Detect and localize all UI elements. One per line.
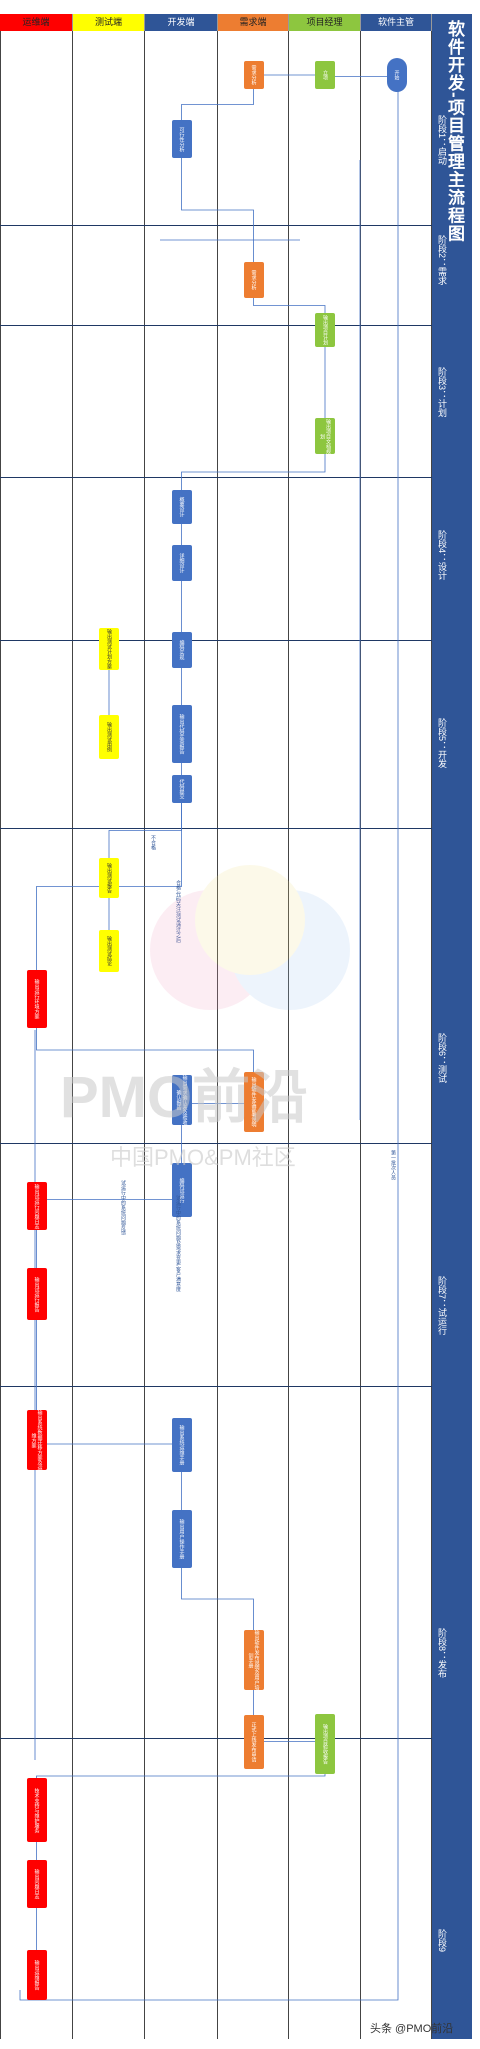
process-box: 输出项目计划 <box>315 313 335 347</box>
connector <box>181 158 254 262</box>
watermark-subtitle: 中国PMO&PM社区 <box>110 1145 296 1170</box>
lane-column <box>289 31 361 2039</box>
process-box: 输出问题日志 <box>26 1860 47 1908</box>
process-box: 输出软件发布说明及用户培训手册 <box>243 1630 264 1690</box>
process-box: 需求分析 <box>243 61 264 89</box>
lane-header: 项目经理 <box>289 14 361 31</box>
process-box: 输出运维报告 <box>26 1950 47 2000</box>
phase-label: 阶段2：需求 <box>437 235 447 286</box>
connector <box>19 75 399 2001</box>
lane-column <box>145 31 218 2039</box>
process-box: 立项 <box>315 61 335 89</box>
edge-note: 试运行中的系统问题反馈 <box>120 1180 126 1235</box>
process-box: 需求分析 <box>243 262 264 298</box>
lane-column <box>0 31 73 2039</box>
process-box: 输出系统数据迁移方案及运维方案 <box>26 1410 47 1470</box>
connector <box>253 298 326 313</box>
process-box: 输出需求确认表及验收确认报告 <box>171 1075 192 1125</box>
process-box: 代码提交 <box>171 775 192 803</box>
process-box: 输出运行环境方案 <box>26 970 47 1028</box>
process-box: 输出测试结论 <box>99 930 119 972</box>
process-box: 输出用户操作手册 <box>171 1510 192 1568</box>
lane-header: 测试端 <box>73 14 145 31</box>
phase-label: 阶段8：发布 <box>437 1628 447 1679</box>
process-box: 编码实现 <box>171 632 192 668</box>
phase-label: 阶段4：设计 <box>437 530 447 581</box>
edge-note: 第一批次人员 <box>390 1150 396 1180</box>
process-box: 输出代码走查报告 <box>171 705 192 763</box>
phase-divider <box>0 225 432 226</box>
phase-divider <box>0 477 432 478</box>
process-box: 编码试运行 <box>171 1163 192 1217</box>
process-box: 输出项目验收报告 <box>315 1714 335 1774</box>
connector <box>36 1418 182 1470</box>
process-box: 概要设计 <box>171 490 192 524</box>
process-box: 详细设计 <box>171 545 192 581</box>
edge-note: 试运行中的系统问题及需求变更,客户满意度 <box>175 1195 181 1292</box>
phase-divider <box>0 828 432 829</box>
lane-column <box>218 31 289 2039</box>
lane-header: 软件主管 <box>361 14 432 31</box>
edge-note: 不合格 <box>150 835 156 850</box>
process-box: 可行性分析 <box>171 120 192 158</box>
phase-divider <box>0 1386 432 1387</box>
connector <box>181 89 254 120</box>
phase-label: 阶段5：开发 <box>437 718 447 769</box>
phase-label: 阶段7：试运行 <box>437 1276 447 1336</box>
phase-divider <box>0 1738 432 1739</box>
process-box: 输出测试计划方案 <box>99 628 119 670</box>
process-box: 输出系统运维手册 <box>171 1418 192 1472</box>
title-band <box>432 14 472 2039</box>
phase-label: 阶段3：计划 <box>437 367 447 418</box>
phase-divider <box>0 1143 432 1144</box>
connector <box>181 1568 254 1630</box>
edge-note: 合格,代码关注,测试通过之后 <box>175 880 182 943</box>
process-box: 输出测试报告 <box>99 858 119 898</box>
process-box: 输出测试用例 <box>99 715 119 759</box>
lane-column <box>361 31 432 2039</box>
phase-label: 阶段1：启动 <box>437 115 447 166</box>
watermark-logo <box>150 865 350 1010</box>
phase-label: 阶段9 <box>437 1929 447 1953</box>
lane-header: 开发端 <box>145 14 218 31</box>
connector <box>36 1182 182 1217</box>
process-box: 技术支持与维护服务 <box>26 1778 47 1842</box>
phase-divider <box>0 325 432 326</box>
connector <box>36 1028 254 1072</box>
lane-header: 运维端 <box>0 14 73 31</box>
footer-credit: 头条 @PMO前沿 <box>370 2023 454 2035</box>
connector <box>36 1774 326 1778</box>
process-box: 输出试运行报告 <box>26 1268 47 1320</box>
phase-divider <box>0 640 432 641</box>
diagram-title: 软件开发-项目管理主流程图 <box>445 20 464 243</box>
process-box: 输出软件安装部署说明 <box>243 1072 264 1132</box>
process-box: 开始 <box>386 58 407 92</box>
lane-header: 需求端 <box>218 14 289 31</box>
lane-column <box>73 31 145 2039</box>
phase-label: 阶段6：测试 <box>437 1033 447 1084</box>
process-box: 正式上线发布申请 <box>243 1715 264 1769</box>
process-box: 输出项目文档规划 <box>315 418 335 454</box>
watermark-text: PMO前沿 <box>60 1065 309 1130</box>
connector <box>181 454 326 490</box>
process-box: 输出试运行问题日志 <box>26 1182 47 1230</box>
connector <box>324 61 397 92</box>
